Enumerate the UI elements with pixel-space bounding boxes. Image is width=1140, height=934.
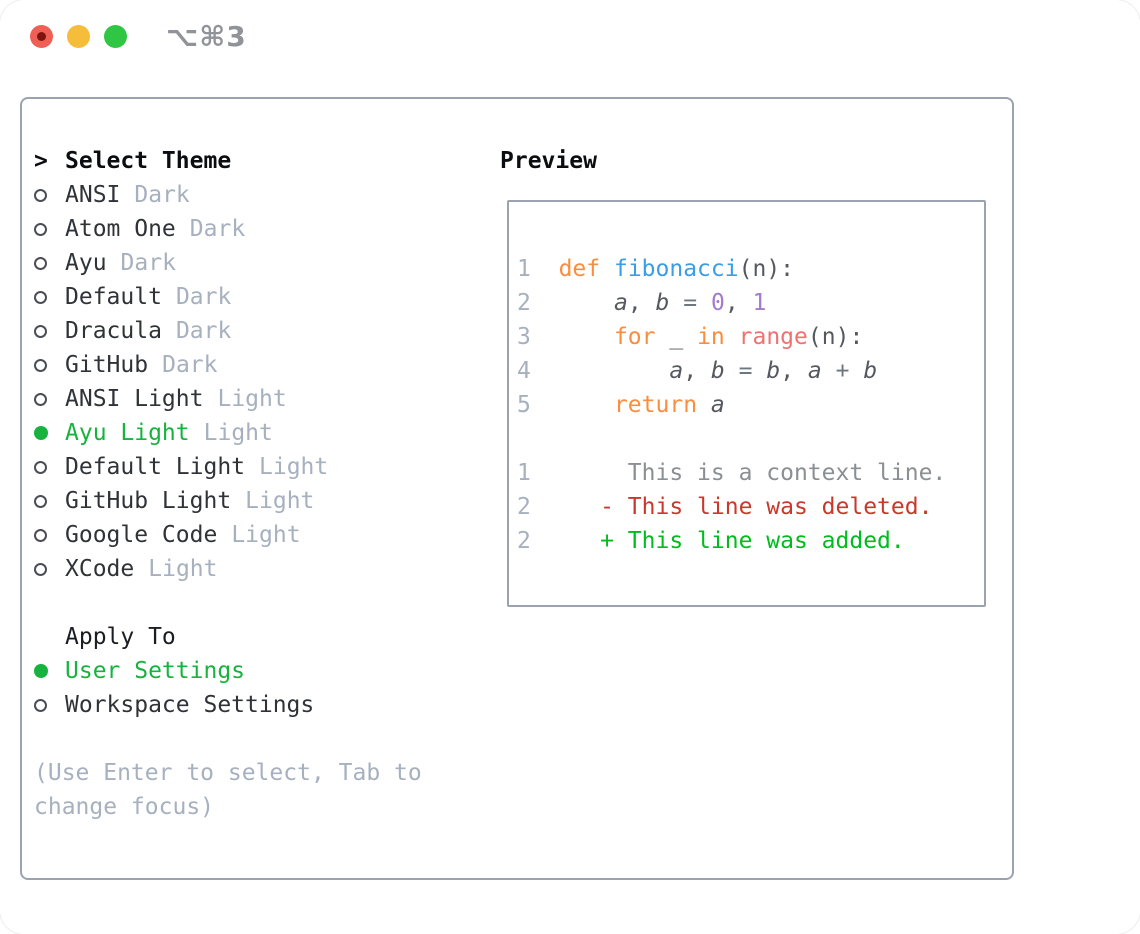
apply-to-header: Apply To bbox=[34, 620, 484, 654]
option-label: ANSI Light bbox=[65, 386, 204, 412]
preview-code-box: 1 def fibonacci(n): 2 a, b = 0, 1 3 for _ … bbox=[507, 200, 986, 607]
code-line: 5 return a bbox=[517, 392, 725, 418]
radio-selected-icon bbox=[34, 664, 48, 678]
theme-option-atom-one-dark[interactable]: Atom One Dark bbox=[34, 212, 484, 246]
radio-icon bbox=[34, 188, 47, 202]
theme-variant-tag: Dark bbox=[175, 318, 232, 344]
theme-option-ansi-light-light[interactable]: ANSI Light Light bbox=[34, 382, 484, 416]
select-theme-header: > Select Theme bbox=[34, 144, 484, 178]
theme-option-ayu-light-light[interactable]: Ayu Light Light bbox=[34, 416, 484, 450]
spacer bbox=[34, 586, 484, 620]
option-label: ANSI bbox=[65, 182, 121, 208]
option-label: GitHub bbox=[65, 352, 149, 378]
theme-option-github-dark[interactable]: GitHub Dark bbox=[34, 348, 484, 382]
option-label: Workspace Settings bbox=[65, 692, 315, 718]
theme-variant-tag: Light bbox=[203, 420, 273, 446]
option-label: Ayu bbox=[65, 250, 107, 276]
code-line: 2 a, b = 0, 1 bbox=[517, 290, 767, 316]
hint-text-line-2: change focus) bbox=[34, 794, 215, 820]
code-line: 2 - This line was deleted. bbox=[517, 494, 933, 520]
titlebar: ⌥⌘3 bbox=[0, 0, 1140, 74]
hint-text-line-1: (Use Enter to select, Tab to bbox=[34, 760, 422, 786]
theme-option-xcode-light[interactable]: XCode Light bbox=[34, 552, 484, 586]
theme-option-default-dark[interactable]: Default Dark bbox=[34, 280, 484, 314]
close-button[interactable] bbox=[30, 25, 53, 48]
option-label: Dracula bbox=[65, 318, 162, 344]
radio-selected-icon bbox=[34, 426, 48, 440]
theme-variant-tag: Dark bbox=[175, 284, 232, 310]
theme-variant-tag: Light bbox=[259, 454, 329, 480]
radio-icon bbox=[34, 698, 47, 712]
theme-variant-tag: Light bbox=[148, 556, 218, 582]
keyboard-shortcut-label: ⌥⌘3 bbox=[166, 20, 247, 53]
theme-variant-tag: Light bbox=[245, 488, 315, 514]
radio-icon bbox=[34, 528, 47, 542]
radio-icon bbox=[34, 222, 47, 236]
radio-icon bbox=[34, 392, 47, 406]
minimize-button[interactable] bbox=[67, 25, 90, 48]
radio-icon bbox=[34, 494, 47, 508]
code-line: 4 a, b = b, a + b bbox=[517, 358, 878, 384]
apply-to-title: Apply To bbox=[65, 624, 176, 650]
option-label: Atom One bbox=[65, 216, 176, 242]
radio-icon bbox=[34, 290, 47, 304]
focus-arrow-icon: > bbox=[34, 148, 48, 174]
theme-variant-tag: Dark bbox=[120, 250, 176, 276]
option-label: Default bbox=[65, 284, 162, 310]
option-label: User Settings bbox=[65, 658, 246, 684]
radio-icon bbox=[34, 256, 47, 270]
theme-option-google-code-light[interactable]: Google Code Light bbox=[34, 518, 484, 552]
option-label: XCode bbox=[65, 556, 135, 582]
code-line bbox=[517, 422, 984, 456]
close-button-dot-icon bbox=[37, 32, 46, 41]
preview-title: Preview bbox=[500, 148, 597, 174]
apply-option-user-settings[interactable]: User Settings bbox=[34, 654, 484, 688]
radio-icon bbox=[34, 460, 47, 474]
theme-variant-tag: Light bbox=[231, 522, 301, 548]
theme-variant-tag: Dark bbox=[162, 352, 218, 378]
theme-option-dracula-dark[interactable]: Dracula Dark bbox=[34, 314, 484, 348]
theme-variant-tag: Dark bbox=[134, 182, 190, 208]
radio-icon bbox=[34, 358, 47, 372]
spacer bbox=[34, 722, 484, 756]
code-line: 1 This is a context line. bbox=[517, 460, 947, 486]
theme-list-title: Select Theme bbox=[65, 148, 232, 174]
code-line: 3 for _ in range(n): bbox=[517, 324, 864, 350]
option-label: GitHub Light bbox=[65, 488, 232, 514]
code-line: 1 def fibonacci(n): bbox=[517, 256, 795, 282]
radio-icon bbox=[34, 324, 47, 338]
theme-option-github-light-light[interactable]: GitHub Light Light bbox=[34, 484, 484, 518]
code-line: 2 + This line was added. bbox=[517, 528, 905, 554]
theme-variant-tag: Light bbox=[217, 386, 287, 412]
radio-icon bbox=[34, 562, 47, 576]
theme-variant-tag: Dark bbox=[189, 216, 246, 242]
theme-option-ayu-dark[interactable]: Ayu Dark bbox=[34, 246, 484, 280]
option-label: Default Light bbox=[65, 454, 246, 480]
theme-option-ansi-dark[interactable]: ANSI Dark bbox=[34, 178, 484, 212]
theme-option-default-light-light[interactable]: Default Light Light bbox=[34, 450, 484, 484]
option-label: Google Code bbox=[65, 522, 218, 548]
apply-option-workspace-settings[interactable]: Workspace Settings bbox=[34, 688, 484, 722]
option-label: Ayu Light bbox=[65, 420, 190, 446]
maximize-button[interactable] bbox=[104, 25, 127, 48]
